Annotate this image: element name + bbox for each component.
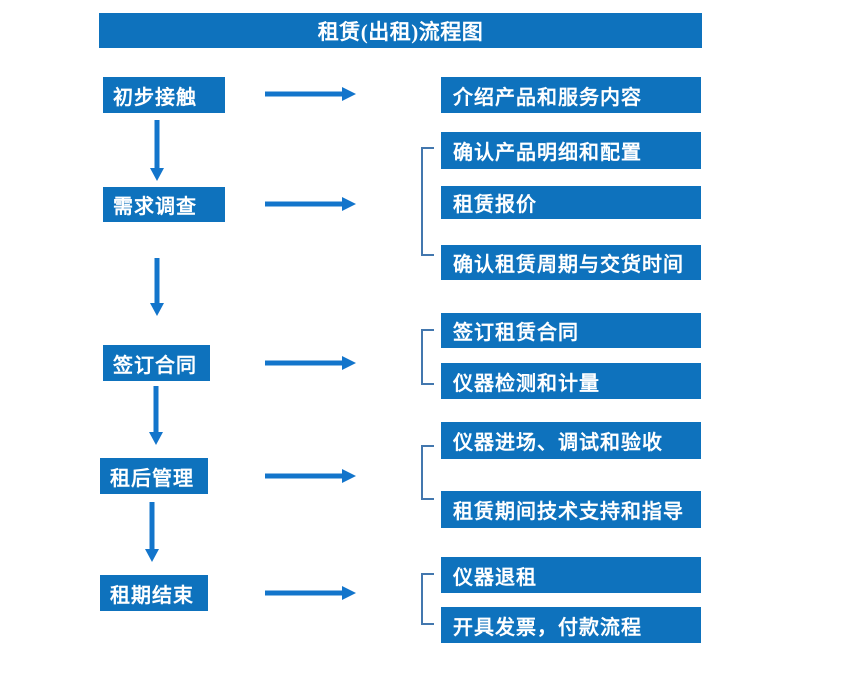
- right-arrow-icon: [265, 87, 356, 101]
- step-rental-end: 租期结束: [100, 575, 208, 611]
- detail-rental-support: 租赁期间技术支持和指导: [441, 491, 701, 528]
- bracket-icon: [421, 147, 434, 256]
- bracket-icon: [421, 329, 434, 385]
- down-arrow-icon: [149, 386, 163, 445]
- bracket-icon: [421, 573, 434, 625]
- diagram-title: 租赁(出租)流程图: [99, 13, 702, 48]
- detail-invoice-payment: 开具发票，付款流程: [441, 607, 701, 643]
- detail-confirm-product-config: 确认产品明细和配置: [441, 132, 701, 169]
- right-arrow-icon: [265, 197, 356, 211]
- step-post-rental-management: 租后管理: [100, 458, 208, 494]
- detail-rental-quote: 租赁报价: [441, 186, 701, 219]
- detail-instrument-return: 仪器退租: [441, 557, 701, 593]
- right-arrow-icon: [265, 356, 356, 370]
- detail-introduce-products: 介绍产品和服务内容: [441, 77, 701, 113]
- step-initial-contact: 初步接触: [103, 77, 225, 113]
- detail-confirm-period-delivery: 确认租赁周期与交货时间: [441, 245, 701, 280]
- right-arrow-icon: [265, 469, 356, 483]
- step-demand-survey: 需求调查: [103, 187, 225, 222]
- down-arrow-icon: [150, 120, 164, 181]
- down-arrow-icon: [145, 502, 159, 562]
- down-arrow-icon: [150, 258, 164, 316]
- detail-instrument-installation: 仪器进场、调试和验收: [441, 422, 701, 459]
- step-contract-signing: 签订合同: [103, 345, 210, 381]
- detail-sign-rental-contract: 签订租赁合同: [441, 313, 701, 348]
- detail-instrument-testing: 仪器检测和计量: [441, 363, 701, 399]
- right-arrow-icon: [265, 586, 356, 600]
- bracket-icon: [421, 445, 434, 500]
